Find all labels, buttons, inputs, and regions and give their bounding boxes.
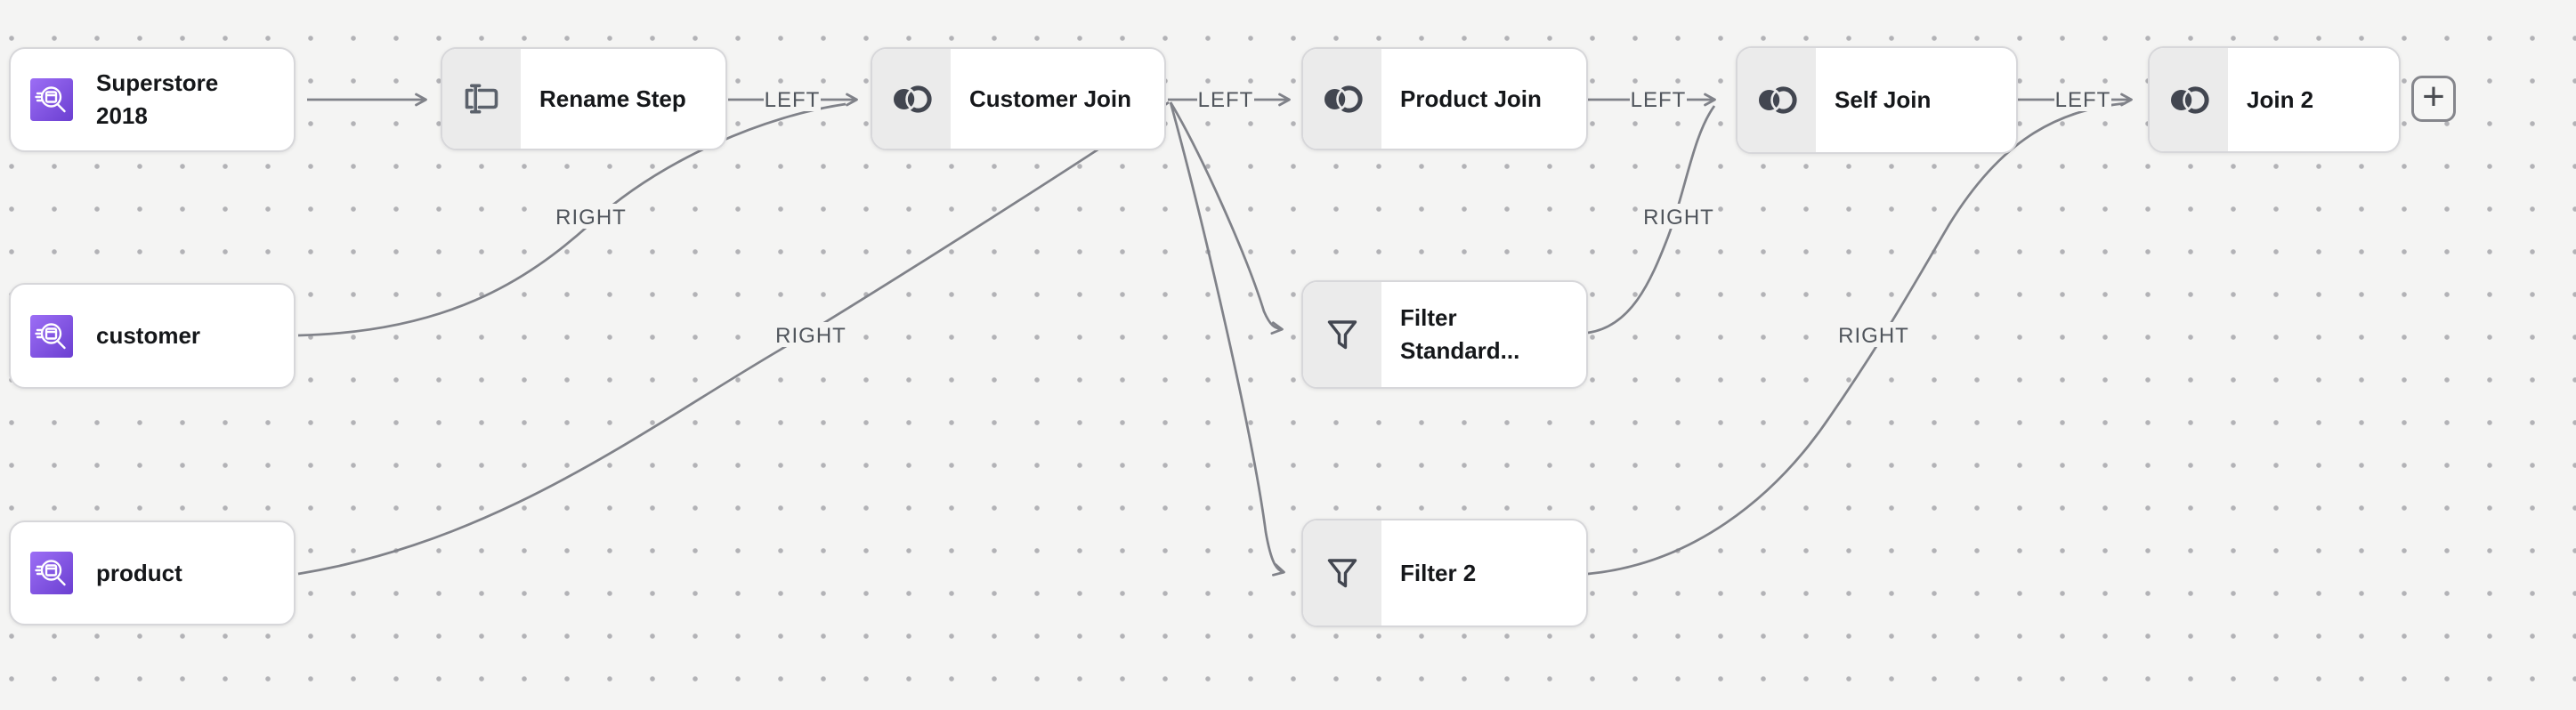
edge-label-left: LEFT [1197,86,1254,112]
node-filter-2[interactable]: Filter 2 [1301,519,1588,627]
node-customer[interactable]: customer [9,283,296,389]
node-label: Join 2 [2247,85,2314,113]
join-icon [1738,48,1816,152]
svg-text:RIGHT: RIGHT [1643,206,1714,230]
edge-label-left: LEFT [764,86,821,112]
node-label: Rename Step [539,85,686,112]
node-label: Filter Standard... [1400,304,1520,364]
rename-icon [442,49,521,149]
edge-label-right: RIGHT [552,204,630,230]
node-rename-step[interactable]: Rename Step [441,47,727,150]
svg-text:LEFT: LEFT [765,88,821,112]
node-label: customer [73,319,294,352]
node-label-text: product [96,559,182,586]
svg-text:LEFT: LEFT [2055,88,2111,112]
dataset-icon [30,552,73,594]
node-label: Superstore 2018 [73,67,294,133]
node-filter-standard[interactable]: Filter Standard... [1301,280,1588,389]
node-label: Self Join [1835,86,1932,113]
join-icon [872,49,951,149]
svg-text:RIGHT: RIGHT [1838,324,1909,348]
svg-text:RIGHT: RIGHT [775,324,847,348]
edge-label-left: LEFT [1630,86,1687,112]
node-label: product [73,557,294,590]
edge-label-right: RIGHT [1835,322,1913,348]
join-icon [2150,48,2228,151]
node-join-2[interactable]: Join 2 [2148,46,2401,153]
node-label-text: customer [96,322,201,349]
add-node-button[interactable]: + [2411,76,2456,122]
plus-icon: + [2422,75,2445,118]
node-superstore-2018[interactable]: Superstore 2018 [9,47,296,152]
node-label: Product Join [1400,85,1542,112]
edge-product-to-customer-join [297,101,1170,576]
edge-customer-join-to-filter-2 [1169,101,1285,577]
node-label: Filter 2 [1400,559,1477,586]
svg-text:LEFT: LEFT [1198,88,1254,112]
node-product[interactable]: product [9,520,296,625]
join-icon [1303,49,1381,149]
node-customer-join[interactable]: Customer Join [871,47,1166,150]
node-product-join[interactable]: Product Join [1301,47,1588,150]
node-label: Customer Join [969,85,1132,112]
filter-icon [1303,520,1381,625]
edge-label-left: LEFT [2054,86,2111,112]
svg-text:LEFT: LEFT [1631,88,1687,112]
node-self-join[interactable]: Self Join [1736,46,2018,154]
dataset-icon [30,314,73,358]
node-label-text: Superstore 2018 [96,69,219,129]
svg-text:RIGHT: RIGHT [555,206,627,230]
filter-icon [1303,282,1381,387]
edge-label-right: RIGHT [772,322,850,348]
dataset-icon [30,78,73,121]
edge-filter-standard-to-self-join [1587,105,1716,335]
edge-customer-join-to-filter-standard [1169,101,1284,335]
edge-label-right: RIGHT [1640,204,1718,230]
